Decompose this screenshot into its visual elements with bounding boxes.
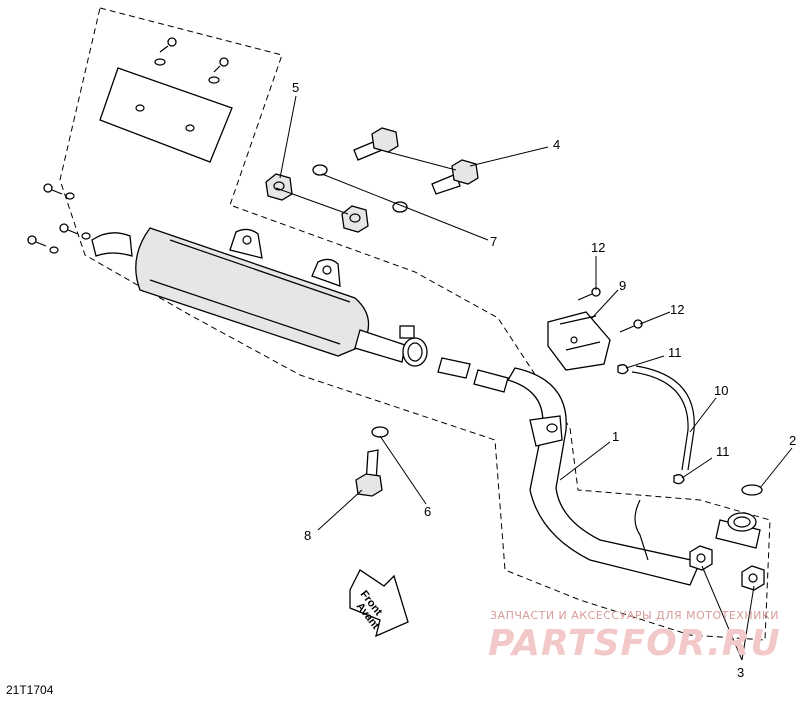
washer [371, 426, 389, 438]
callout-3: 3 [737, 665, 744, 680]
callout-12-top: 12 [591, 240, 605, 255]
callout-8: 8 [304, 528, 311, 543]
callout-6: 6 [424, 504, 431, 519]
small-screw [154, 37, 177, 66]
callout-5: 5 [292, 80, 299, 95]
gasket [473, 369, 509, 393]
sensor-module [547, 311, 611, 371]
callout-2: 2 [789, 433, 796, 448]
module-screw [619, 319, 643, 333]
front-direction-arrow: Front Avant [349, 569, 409, 638]
flange-nut [741, 565, 765, 591]
exhaust-header-pipe [507, 367, 761, 586]
callout-10: 10 [714, 383, 728, 398]
spacer-nut [341, 205, 369, 233]
callout-11-bottom: 11 [716, 444, 730, 459]
spacer-nut [265, 173, 293, 201]
muffler [135, 227, 428, 367]
assembly-outline [59, 7, 771, 641]
flange-nut [689, 545, 713, 571]
small-screw [208, 57, 229, 84]
vent-hose [635, 365, 695, 471]
callout-9: 9 [619, 278, 626, 293]
washer [392, 201, 408, 213]
watermark: ЗАПЧАСТИ И АКСЕССУАРЫ ДЛЯ МОТОТЕХНИКИ PA… [488, 609, 781, 664]
callout-1: 1 [612, 429, 619, 444]
callout-12-right: 12 [670, 302, 684, 317]
hex-bolt [355, 449, 383, 497]
watermark-tagline: ЗАПЧАСТИ И АКСЕССУАРЫ ДЛЯ МОТОТЕХНИКИ [490, 609, 779, 622]
washer [312, 164, 328, 176]
vent-hose [631, 371, 689, 471]
watermark-brand: PARTSFOR.RU [488, 623, 781, 664]
small-screw [59, 223, 91, 240]
tail-pipe-end [91, 232, 133, 257]
hex-bolt [353, 127, 399, 161]
callout-4: 4 [553, 137, 560, 152]
heat-shield-plate [99, 67, 233, 163]
hose-clip [673, 474, 685, 485]
gasket [437, 357, 471, 379]
exhaust-gasket-ring [741, 484, 763, 496]
small-screw [43, 183, 75, 200]
diagram-reference-code: 21T1704 [6, 683, 54, 697]
module-screw [577, 287, 601, 301]
hose-clip [617, 364, 629, 375]
leader-lines [275, 95, 793, 661]
callout-7: 7 [490, 234, 497, 249]
callout-11-top: 11 [668, 345, 682, 360]
small-screw [27, 235, 59, 254]
